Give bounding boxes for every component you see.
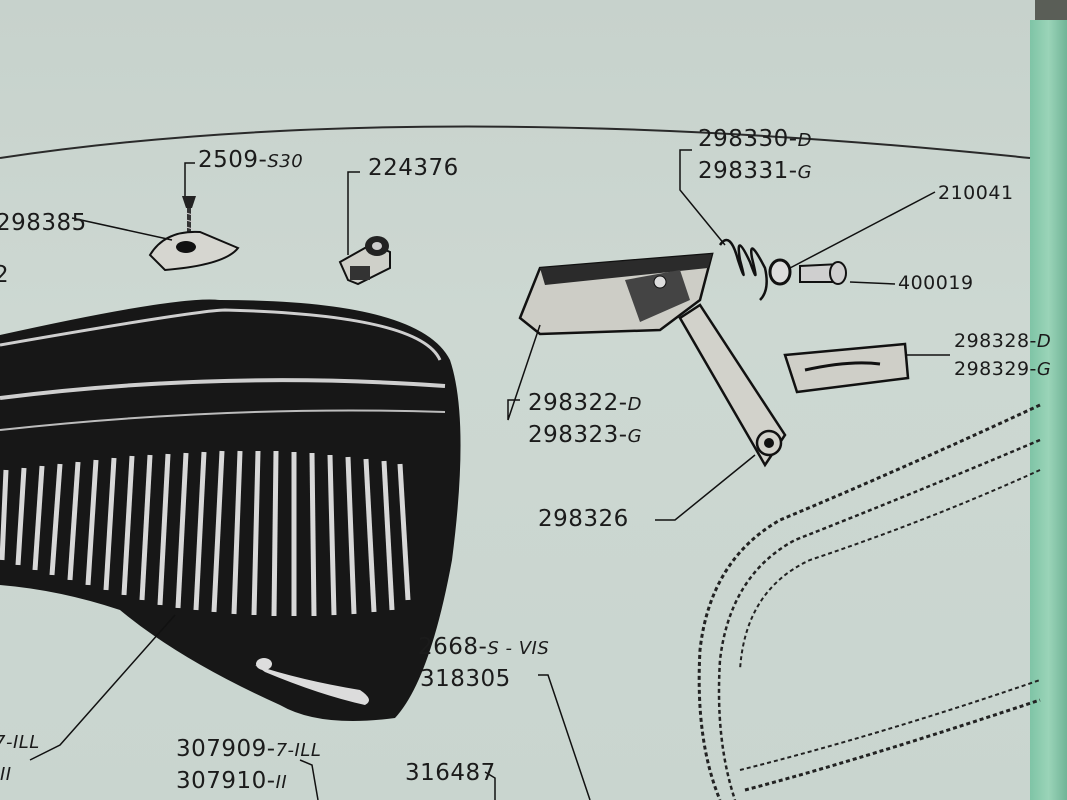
label-298323: 298323-G xyxy=(528,422,642,448)
clip-plate-drawing xyxy=(148,230,240,272)
page-edge xyxy=(1030,20,1067,800)
part-suffix: D xyxy=(1036,331,1052,352)
page-border-line xyxy=(0,125,1031,159)
part-suffix: G xyxy=(797,162,813,183)
label-298385: 298385 xyxy=(0,210,87,236)
part-suffix: G xyxy=(1036,359,1052,380)
label-2668: 2668-S - VIS xyxy=(418,634,549,660)
label-318305: 318305 xyxy=(420,666,511,692)
part-suffix: G xyxy=(627,426,643,447)
label-307910: 307910-II xyxy=(176,768,287,794)
part-number: 2668- xyxy=(418,634,488,660)
part-suffix: II xyxy=(275,772,288,793)
part-suffix: D xyxy=(797,130,812,151)
leader-lines xyxy=(29,149,950,800)
washer-pin-drawing xyxy=(768,258,847,286)
hinge-drawing xyxy=(518,252,714,336)
part-suffix: S - VIS xyxy=(487,638,550,659)
label-210041: 210041 xyxy=(938,182,1014,204)
part-number: 298322- xyxy=(528,390,628,416)
label-ii-left: II xyxy=(0,764,12,785)
label-7ill-left: 7-ILL xyxy=(0,732,40,753)
arm-drawing xyxy=(678,303,787,468)
part-suffix: S30 xyxy=(267,151,304,172)
part-suffix: D xyxy=(627,394,642,415)
part-number: 298328- xyxy=(954,330,1037,352)
part-suffix: 7-ILL xyxy=(275,740,322,761)
screw-drawing xyxy=(182,196,196,234)
label-400019: 400019 xyxy=(898,272,974,294)
part-number: 298323- xyxy=(528,422,628,448)
bracket-drawing xyxy=(338,236,391,286)
label-224376: 224376 xyxy=(368,155,459,181)
label-298330: 298330-D xyxy=(698,126,812,152)
handle-drawing xyxy=(783,342,910,394)
door-outline-drawing xyxy=(697,403,1041,800)
label-2-left: 2 xyxy=(0,262,10,288)
grille-drawing xyxy=(0,299,461,722)
part-number: 298329- xyxy=(954,358,1037,380)
spring-drawing xyxy=(718,238,768,301)
label-298331: 298331-G xyxy=(698,158,812,184)
label-298329: 298329-G xyxy=(954,358,1051,380)
part-number: 307910- xyxy=(176,768,276,794)
part-number: 2509- xyxy=(198,147,268,173)
part-number: 298330- xyxy=(698,126,798,152)
part-number: 298331- xyxy=(698,158,798,184)
label-2509: 2509-S30 xyxy=(198,147,303,173)
part-number: 307909- xyxy=(176,736,276,762)
label-298322: 298322-D xyxy=(528,390,642,416)
label-307909: 307909-7-ILL xyxy=(176,736,321,762)
label-316487: 316487 xyxy=(405,760,496,786)
label-298328: 298328-D xyxy=(954,330,1051,352)
label-298326: 298326 xyxy=(538,506,629,532)
